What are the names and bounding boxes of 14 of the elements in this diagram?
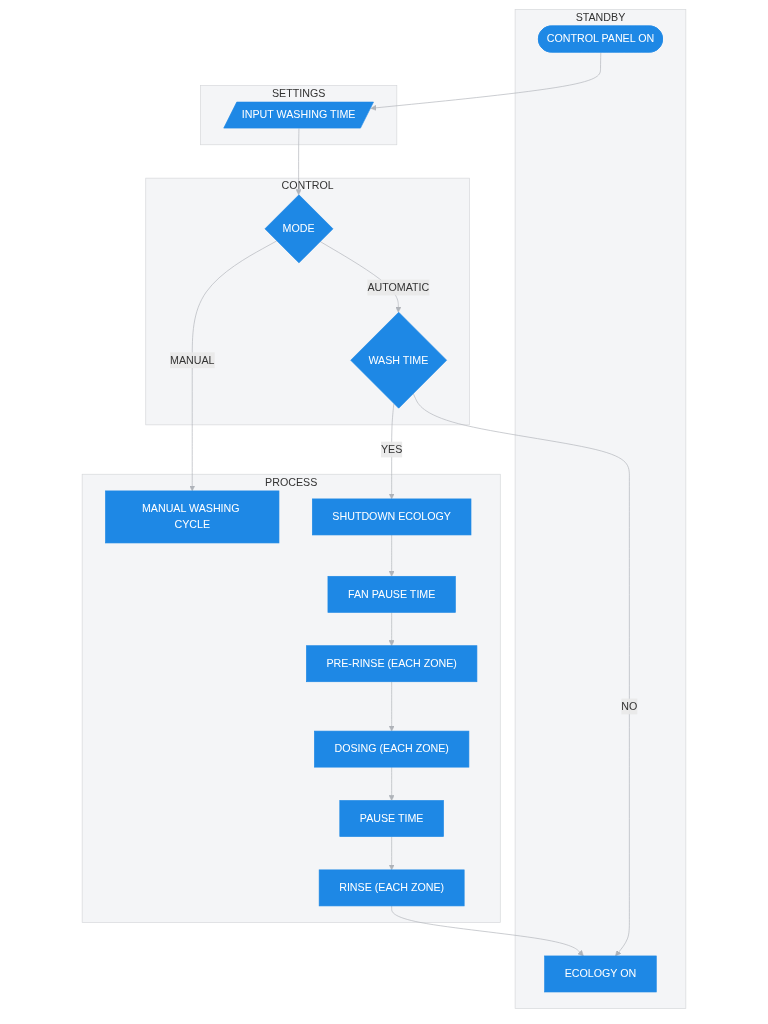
node-box: PAUSE TIME [339, 800, 444, 837]
node-box: DOSING (EACH ZONE) [314, 730, 470, 768]
node-box: MANUAL WASHING CYCLE [105, 490, 280, 544]
edge-label: YES [380, 443, 403, 455]
edge-label: AUTOMATIC [367, 281, 430, 293]
edge-label: MANUAL [169, 354, 215, 366]
edge-label: NO [621, 700, 638, 712]
node-box: FAN PAUSE TIME [327, 575, 456, 613]
node-diamond: WASH TIME [350, 311, 447, 409]
node-box: RINSE (EACH ZONE) [318, 869, 465, 907]
node-box: SHUTDOWN ECOLOGY [312, 498, 472, 536]
node-box: PRE-RINSE (EACH ZONE) [306, 645, 478, 683]
node-diamond: MODE [264, 194, 334, 264]
node-box: ECOLOGY ON [544, 955, 657, 993]
